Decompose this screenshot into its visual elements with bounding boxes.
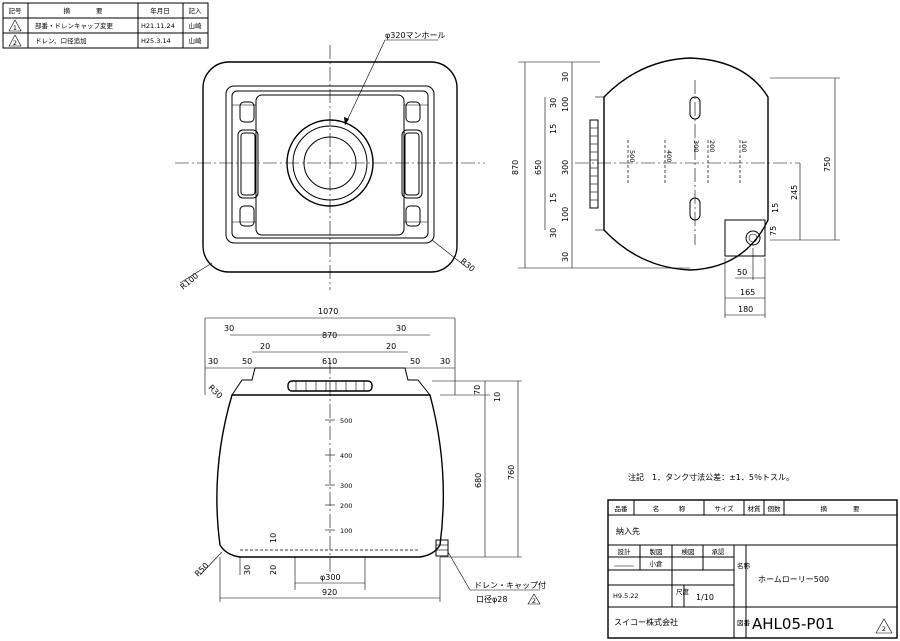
front-dim-phi300: φ300 — [320, 573, 341, 582]
rev-row-1-mark: 1 — [13, 24, 17, 32]
tb-product-name: ホームローリー500 — [758, 575, 829, 584]
side-dim-650: 650 — [534, 160, 543, 175]
front-dim-50-right: 50 — [410, 357, 420, 366]
tb-role-design: 設計 — [618, 547, 632, 556]
tb-scale-label: 尺度 — [676, 587, 690, 596]
side-dim-15-bottom: 15 — [549, 193, 558, 203]
side-dim-30-top: 30 — [561, 72, 570, 82]
tb-name-label: 名称 — [737, 561, 751, 570]
tb-no-label: 図番 — [737, 619, 751, 627]
tb-role-approve: 承認 — [712, 547, 726, 556]
drain-size: 口径φ28 — [476, 594, 507, 604]
side-view: 500 400 300 200 100 870 650 300 30 100 1… — [511, 57, 840, 318]
tb-delivery-label: 納入先 — [616, 526, 640, 536]
front-dim-30-bottom: 30 — [243, 565, 252, 575]
rev-row-2-date: H25.3.14 — [141, 37, 171, 45]
top-radius-left: R100 — [179, 271, 201, 291]
front-dim-30-outer-right: 30 — [440, 357, 450, 366]
side-dim-300: 300 — [561, 160, 570, 175]
side-scale-300: 300 — [692, 140, 700, 152]
tb-header-size: サイズ — [714, 504, 734, 513]
side-dim-30-bottom: 30 — [549, 228, 558, 238]
front-dim-20-right: 20 — [386, 342, 396, 351]
title-block: 品番 名 称 サイズ 材質 個数 摘 要 納入先 設計 製図 検図 承認 小倉 … — [607, 499, 898, 639]
front-scale-200: 200 — [340, 502, 352, 510]
side-scale-400: 400 — [665, 150, 673, 162]
front-scale-100: 100 — [340, 527, 352, 535]
manhole-label: φ320マンホール — [385, 31, 446, 40]
front-dim-10-right: 10 — [493, 392, 502, 402]
tb-revision-mark: 2 — [882, 625, 886, 633]
side-dim-180: 180 — [738, 305, 753, 314]
rev-header-mark: 記号 — [9, 6, 23, 15]
revision-table: 記号 摘 要 年月日 記入 1 部番・ドレンキャップ変更 H21.11.24 山… — [2, 2, 209, 49]
front-dim-760: 760 — [507, 465, 516, 480]
side-dim-100-bottom: 100 — [561, 207, 570, 222]
front-scale-300: 300 — [340, 482, 352, 490]
rev-row-1-entry: 山崎 — [189, 21, 203, 30]
side-dim-15-right: 15 — [771, 203, 780, 213]
tb-header-remarks: 摘 要 — [821, 504, 861, 513]
top-radius-right: R30 — [459, 257, 477, 274]
front-dim-20-left: 20 — [260, 342, 270, 351]
front-scale-400: 400 — [340, 452, 352, 460]
front-dim-920: 920 — [322, 588, 337, 597]
side-scale-100: 100 — [740, 140, 748, 152]
tb-role-drafting: 製図 — [650, 547, 663, 556]
side-scale-200: 200 — [708, 140, 716, 152]
front-radius-bottom: R50 — [193, 561, 211, 579]
side-dim-30-lowest: 30 — [561, 252, 570, 262]
front-dim-610: 610 — [322, 357, 337, 366]
rev-row-2-mark: 2 — [13, 39, 17, 47]
front-dim-10-bottom: 10 — [269, 533, 278, 543]
tb-company: スイコー株式会社 — [614, 617, 678, 627]
tb-role-check: 検図 — [682, 547, 695, 556]
side-dim-750: 750 — [823, 157, 832, 172]
front-dim-30-outer-left: 30 — [208, 357, 218, 366]
drain-label: ドレン・キャップ付 — [474, 580, 546, 590]
side-dim-75: 75 — [769, 226, 778, 236]
tb-header-name: 名 称 — [653, 504, 686, 513]
side-dim-245: 245 — [790, 185, 799, 200]
front-dim-30-right: 30 — [396, 324, 406, 333]
tb-scale: 1/10 — [696, 593, 714, 602]
rev-header-date: 年月日 — [150, 6, 170, 15]
tb-header-part-no: 品番 — [615, 505, 629, 513]
rev-header-description: 摘 要 — [64, 6, 104, 15]
front-view: 500 400 300 200 100 1070 30 870 30 20 61… — [193, 307, 546, 605]
front-dim-870: 870 — [322, 331, 337, 340]
tb-drawing-no: AHL05-P01 — [752, 615, 835, 633]
side-dim-870: 870 — [511, 160, 520, 175]
front-dim-70: 70 — [473, 385, 482, 395]
side-dim-50: 50 — [737, 268, 747, 277]
front-radius-top: R30 — [207, 383, 225, 401]
rev-row-2-entry: 山崎 — [189, 36, 203, 45]
drain-revision-mark: 2 — [532, 597, 536, 605]
front-dim-1070: 1070 — [318, 307, 338, 316]
rev-header-entry: 記入 — [189, 6, 203, 15]
top-view: φ320マンホール R100 R30 — [175, 31, 485, 292]
side-dim-15-top: 15 — [549, 124, 558, 134]
tb-header-material: 材質 — [748, 504, 762, 513]
front-scale-500: 500 — [340, 417, 352, 425]
front-dim-20-bottom: 20 — [269, 565, 278, 575]
side-dim-100-top: 100 — [561, 97, 570, 112]
general-note: 注記 1．タンク寸法公差：±1．5％トスル。 — [628, 472, 794, 482]
side-dim-30-upper: 30 — [549, 98, 558, 108]
rev-row-2-description: ドレン、口径追加 — [35, 36, 87, 45]
front-dim-680: 680 — [474, 473, 483, 488]
rev-row-1-description: 部番・ドレンキャップ変更 — [35, 21, 114, 30]
side-scale-500: 500 — [628, 150, 636, 162]
front-dim-30-left: 30 — [224, 324, 234, 333]
tb-drafter: 小倉 — [650, 559, 664, 568]
tb-date: H9.5.22 — [613, 592, 639, 600]
front-dim-50-left: 50 — [242, 357, 252, 366]
rev-row-1-date: H21.11.24 — [141, 22, 175, 30]
tb-header-qty: 個数 — [768, 504, 782, 513]
side-dim-165: 165 — [740, 288, 755, 297]
